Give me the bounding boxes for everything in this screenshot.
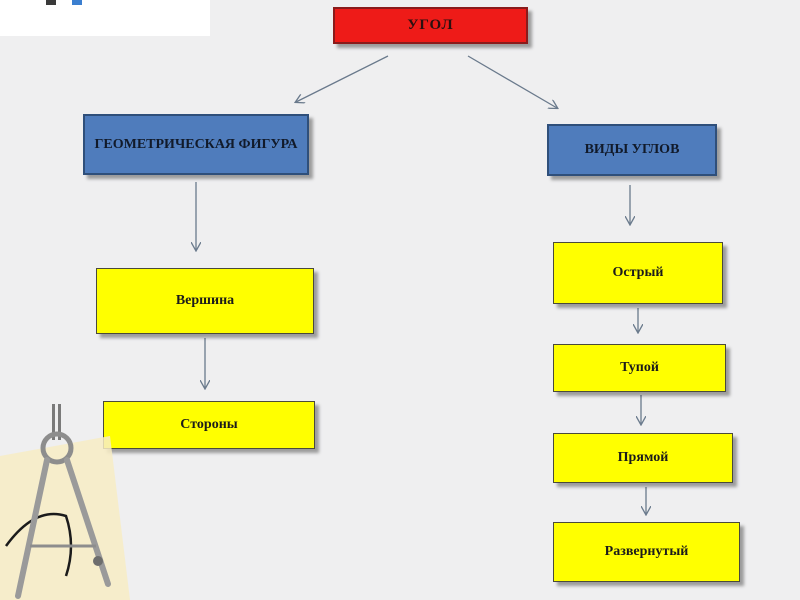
window-icon — [46, 0, 56, 5]
top-left-white-strip — [0, 0, 210, 36]
leaf-node-vertex: Вершина — [96, 268, 314, 334]
category-node-label: ГЕОМЕТРИЧЕСКАЯ ФИГУРА — [94, 135, 297, 155]
leaf-node-label: Вершина — [176, 293, 234, 309]
app-icon — [72, 0, 82, 5]
category-node-label: ВИДЫ УГЛОВ — [585, 140, 680, 160]
leaf-node-label: Тупой — [620, 360, 659, 376]
drafting-compass-icon — [0, 396, 130, 600]
category-node-angle-types: ВИДЫ УГЛОВ — [547, 124, 717, 176]
arrow-root-to-angle-types — [468, 56, 557, 108]
arrow-root-to-geometric-figure — [296, 56, 388, 102]
root-node-label: УГОЛ — [407, 17, 453, 34]
leaf-node-straight: Развернутый — [553, 522, 740, 582]
leaf-node-label: Прямой — [618, 450, 669, 466]
leaf-node-sides: Стороны — [103, 401, 315, 449]
leaf-node-label: Стороны — [180, 417, 237, 433]
leaf-node-label: Развернутый — [605, 544, 689, 560]
leaf-node-acute: Острый — [553, 242, 723, 304]
leaf-node-right: Прямой — [553, 433, 733, 483]
leaf-node-obtuse: Тупой — [553, 344, 726, 392]
root-node-angle: УГОЛ — [333, 7, 528, 44]
leaf-node-label: Острый — [613, 265, 664, 281]
category-node-geometric-figure: ГЕОМЕТРИЧЕСКАЯ ФИГУРА — [83, 114, 309, 175]
